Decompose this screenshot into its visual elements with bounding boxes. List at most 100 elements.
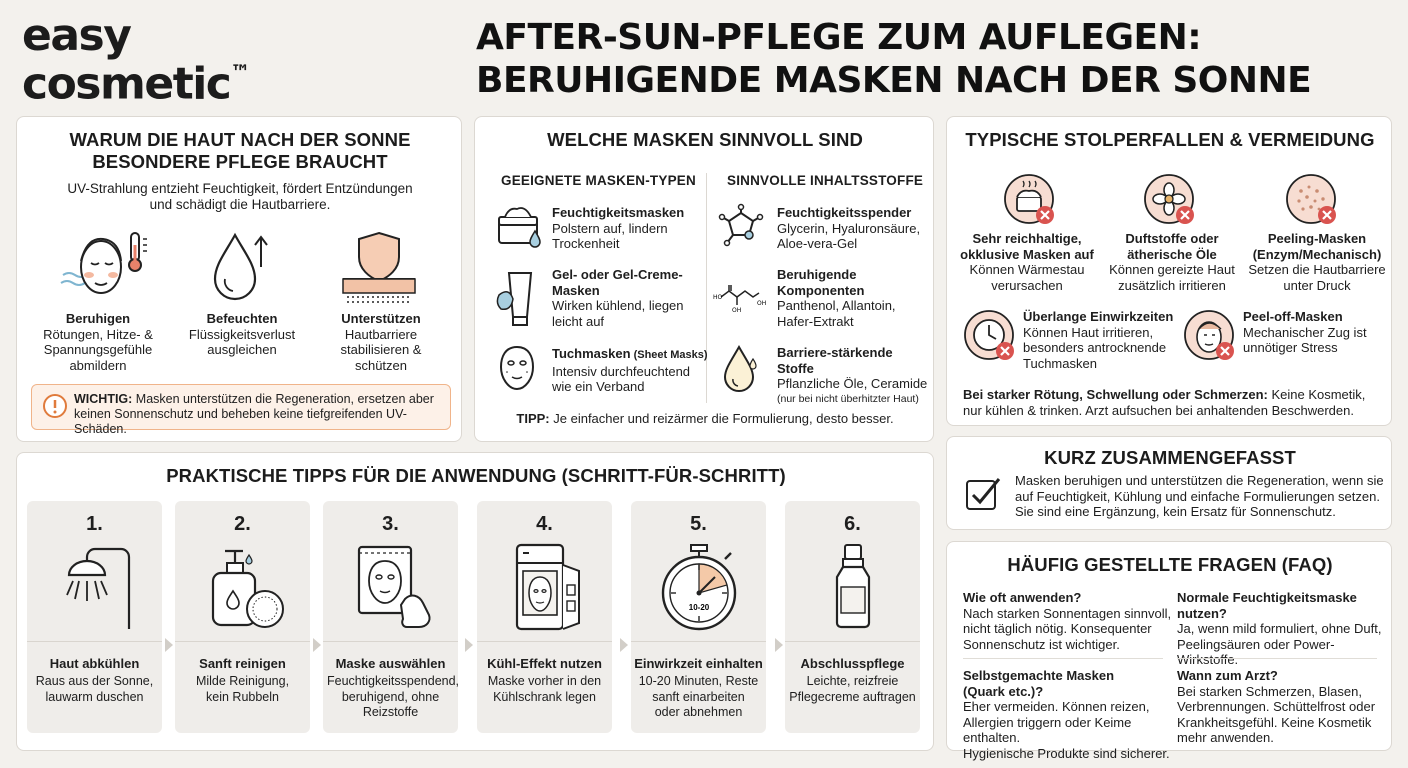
pitfall-3-text: Setzen die Hautbarriere unter Druck <box>1248 262 1386 293</box>
pitfall-5-text: Mechanischer Zug ist unnötiger Stress <box>1243 324 1367 356</box>
step-4: 4. Kühl-Effekt nutzen Maske vorher in de… <box>477 501 612 733</box>
flower-fragrance-icon <box>1143 173 1199 229</box>
masks-divider <box>706 173 707 403</box>
step-3-number: 3. <box>382 513 399 535</box>
warning-icon <box>42 393 68 419</box>
droplet-icon <box>207 227 277 307</box>
tip-label: TIPP: <box>516 411 550 426</box>
svg-text:HO: HO <box>713 294 723 301</box>
mask-type-3-text: Intensiv durchfeuchtend wie ein Verband <box>552 363 691 395</box>
faq-a-3: Eher vermeiden. Können reizen, Allergien… <box>963 699 1170 761</box>
pitfall-1-title: Sehr reichhaltige, okklusive Masken auf <box>960 231 1094 262</box>
why-title: WARUM DIE HAUT NACH DER SONNE BESONDERE … <box>69 129 411 172</box>
summary-text: Masken beruhigen und unterstützen die Re… <box>1015 473 1384 519</box>
cream-bottle-icon <box>831 543 875 629</box>
step-6-title: Abschlusspflege <box>800 656 905 671</box>
rich-cream-icon <box>1003 173 1059 229</box>
pitfall-4: Überlange Einwirkzeiten Können Haut irri… <box>1023 309 1183 371</box>
pitfall-2: Duftstoffe oder ätherische Öle Können ge… <box>1099 231 1245 293</box>
step-6-number: 6. <box>844 513 861 535</box>
pitfalls-note: Bei starker Rötung, Schwellung oder Schm… <box>963 387 1383 418</box>
why-intro: UV-Strahlung entzieht Feuchtigkeit, förd… <box>67 181 413 212</box>
pitfall-1: Sehr reichhaltige, okklusive Masken auf … <box>957 231 1097 293</box>
ingredients-heading: SINNVOLLE INHALTSSTOFFE <box>727 173 924 188</box>
molecule-icon <box>718 203 764 249</box>
cream-jar-icon <box>495 205 545 249</box>
faq-item-3: Selbstgemachte Masken (Quark etc.)? Eher… <box>963 668 1177 761</box>
clock-overtime-icon <box>963 309 1021 367</box>
pitfalls-note-text: Keine Kosmetik, nur kühlen & trinken. Ar… <box>963 387 1366 418</box>
mask-type-3-title-main: Tuchmasken <box>552 346 631 361</box>
step-4-text: Maske vorher in den Kühlschrank legen <box>487 674 602 704</box>
ingredient-3-note: (nur bei nicht überhitzter Haut) <box>777 392 919 405</box>
svg-text:OH: OH <box>732 307 741 314</box>
why-panel: WARUM DIE HAUT NACH DER SONNE BESONDERE … <box>16 116 462 442</box>
page-title: AFTER-SUN-PFLEGE ZUM AUFLEGEN: BERUHIGEN… <box>476 16 1396 102</box>
step-1: 1. Haut abkühlen Raus aus der Sonne, lau… <box>27 501 162 733</box>
pitfall-4-title: Überlange Einwirkzeiten <box>1023 309 1174 324</box>
face-heat-icon <box>43 225 153 305</box>
masks-panel: WELCHE MASKEN SINNVOLL SIND GEEIGNETE MA… <box>474 116 934 442</box>
gel-tube-icon <box>496 269 537 327</box>
step-5-number: 5. <box>690 513 707 535</box>
pitfalls-panel: TYPISCHE STOLPERFALLEN & VERMEIDUNG Sehr… <box>946 116 1392 426</box>
faq-title: HÄUFIG GESTELLTE FRAGEN (FAQ) <box>1007 554 1333 575</box>
step-6-divider <box>785 641 920 642</box>
pitfall-5-title: Peel-off-Masken <box>1243 309 1343 324</box>
step-3-title: Maske auswählen <box>335 656 446 671</box>
why-item-3-text: Hautbarriere stabilisieren & schützen <box>340 326 422 373</box>
step-1-title: Haut abkühlen <box>49 656 140 671</box>
step-5-divider <box>631 641 766 642</box>
step-4-number: 4. <box>536 513 553 535</box>
step-2-text: Milde Reinigung, kein Rubbeln <box>195 674 290 704</box>
page-title-line1: AFTER-SUN-PFLEGE ZUM AUFLEGEN: <box>476 17 1202 58</box>
warning-text: WICHTIG: Masken unterstützen die Regener… <box>74 392 450 437</box>
mask-type-2-text: Wirken kühlend, liegen leicht auf <box>552 298 684 329</box>
summary-title: KURZ ZUSAMMENGEFASST <box>1044 447 1296 468</box>
step-1-divider <box>27 641 162 642</box>
warning-label: WICHTIG: <box>74 392 133 406</box>
ingredient-2-text: Panthenol, Allantoin, Hafer-Extrakt <box>777 298 896 329</box>
logo-text: easy cosmetic <box>22 10 232 110</box>
brand-logo: easy cosmetic™ <box>22 14 250 107</box>
mask-type-1-text: Polstern auf, lindern Trockenheit <box>552 220 668 252</box>
ingredient-2: Beruhigende Komponenten Panthenol, Allan… <box>777 267 927 329</box>
oil-drop-icon <box>721 343 761 395</box>
step-4-title: Kühl-Effekt nutzen <box>487 656 602 671</box>
mask-type-3: Tuchmasken (Sheet Masks) Intensiv durchf… <box>552 346 712 395</box>
step-5-title: Einwirkzeit einhalten <box>634 656 763 671</box>
why-item-1-title: Beruhigen <box>65 311 131 326</box>
step-arrow-1 <box>165 638 173 652</box>
why-item-3: Unterstützen Hautbarriere stabilisieren … <box>311 311 451 373</box>
step-3-divider <box>323 641 458 642</box>
warning-body: Masken unterstützen die Regeneration, er… <box>74 392 434 436</box>
skin-shield-icon <box>339 229 419 305</box>
faq-divider <box>963 658 1163 659</box>
ingredient-3: Barriere-stärkende Stoffe Pflanzliche Öl… <box>777 345 933 407</box>
pitfall-5: Peel-off-Masken Mechanischer Zug ist unn… <box>1243 309 1389 356</box>
mask-type-2: Gel- oder Gel-Creme- Masken Wirken kühle… <box>552 267 702 329</box>
pitfall-2-text: Können gereizte Haut zusätzlich irritier… <box>1109 262 1235 293</box>
why-item-2-title: Befeuchten <box>206 311 278 326</box>
step-2-title: Sanft reinigen <box>199 656 286 671</box>
ingredient-2-title: Beruhigende Komponenten <box>777 267 865 298</box>
cleanser-bottle-icon <box>205 541 285 631</box>
faq-divider-2 <box>1177 658 1377 659</box>
ingredient-1: Feuchtigkeitsspender Glycerin, Hyalurons… <box>777 205 927 252</box>
step-5: 5. 10-20 Einwirkzeit einhalten 10-20 Min… <box>631 501 766 733</box>
step-2-divider <box>175 641 310 642</box>
step-6: 6. Abschlusspflege Leichte, reizfreie Pf… <box>785 501 920 733</box>
peeling-granules-icon <box>1285 173 1341 229</box>
checkbox-icon <box>963 473 1003 513</box>
pitfall-1-text: Können Wärmestau verursachen <box>969 262 1085 293</box>
faq-panel: HÄUFIG GESTELLTE FRAGEN (FAQ) Wie oft an… <box>946 541 1392 761</box>
mask-type-2-title: Gel- oder Gel-Creme- Masken <box>552 267 683 298</box>
why-item-1: Beruhigen Rötungen, Hitze- & Spannungsge… <box>23 311 173 373</box>
pitfall-4-text: Können Haut irritieren, besonders antroc… <box>1023 324 1167 371</box>
step-1-number: 1. <box>86 513 103 535</box>
pitfall-3-title: Peeling-Masken (Enzym/Mechanisch) <box>1252 231 1382 262</box>
step-arrow-3 <box>465 638 473 652</box>
step-arrow-2 <box>313 638 321 652</box>
pitfalls-note-label: Bei starker Rötung, Schwellung oder Schm… <box>963 387 1268 402</box>
step-2-number: 2. <box>234 513 251 535</box>
